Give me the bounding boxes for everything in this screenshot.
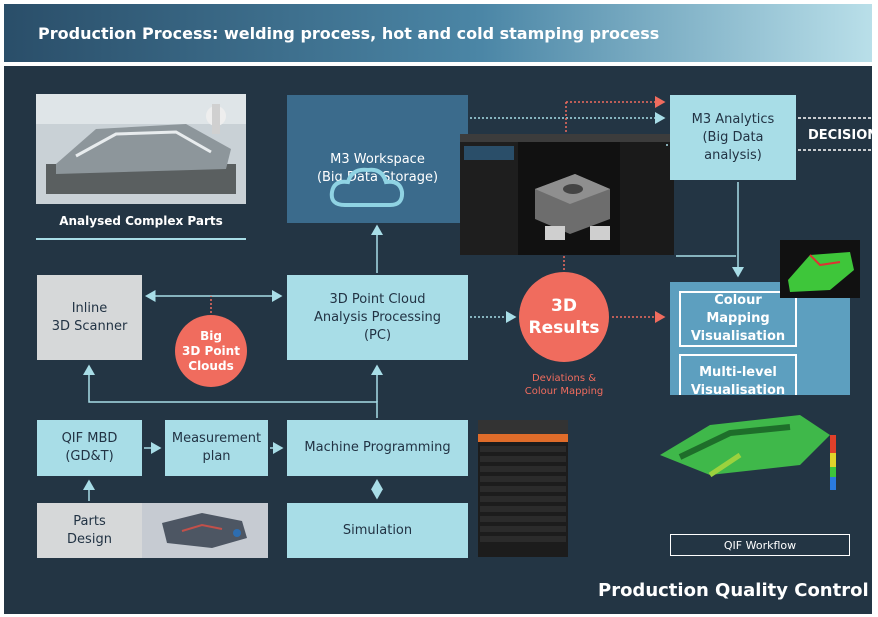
qif-mbd-box: QIF MBD (GD&T) bbox=[37, 420, 142, 476]
colour-mapping-line2: Visualisation bbox=[690, 329, 786, 344]
processing-line3: (PC) bbox=[363, 327, 392, 343]
results-circle: 3D Results bbox=[519, 272, 609, 362]
analysed-parts-label: Analysed Complex Parts bbox=[59, 214, 223, 228]
parts-design-image bbox=[142, 503, 268, 558]
qif-workflow-label: QIF Workflow bbox=[723, 538, 797, 552]
inline-scanner-line2: 3D Scanner bbox=[51, 318, 128, 334]
parts-design-line1: Parts bbox=[73, 513, 106, 529]
colour-mapping-box: Colour Mapping Visualisation bbox=[679, 291, 797, 347]
footer-title: Production Quality Control bbox=[598, 580, 869, 601]
simulation-label: Simulation bbox=[342, 522, 413, 538]
m3-analytics-line3: analysis) bbox=[704, 147, 762, 163]
m3-analytics-line2: (Big Data bbox=[702, 129, 764, 145]
m3-workspace-box: M3 Workspace (Big Data Storage) bbox=[287, 95, 468, 223]
colour-mapping-line1: Colour Mapping bbox=[706, 293, 770, 326]
multilevel-line2: Visualisation bbox=[690, 383, 786, 398]
m3-workspace-subtitle: (Big Data Storage) bbox=[316, 170, 439, 185]
analysed-parts-photo bbox=[36, 94, 246, 204]
point-cloud-processing-box: 3D Point Cloud Analysis Processing (PC) bbox=[287, 275, 468, 360]
qif-mbd-line1: QIF MBD bbox=[61, 431, 118, 446]
inline-scanner-line1: Inline bbox=[71, 300, 108, 316]
programming-screenshot bbox=[478, 420, 568, 557]
machine-programming-label: Machine Programming bbox=[304, 440, 451, 455]
parts-design-box: Parts Design bbox=[37, 503, 142, 558]
inline-scanner-box: Inline 3D Scanner bbox=[37, 275, 142, 360]
colour-map-thumbnail bbox=[780, 240, 860, 298]
results-line2: Results bbox=[528, 318, 600, 338]
qif-mbd-line2: (GD&T) bbox=[65, 449, 114, 464]
processing-line2: Analysis Processing bbox=[313, 309, 442, 325]
m3-workspace-title: M3 Workspace bbox=[330, 152, 425, 167]
car-frame-image bbox=[36, 94, 246, 204]
big-clouds-line3: Clouds bbox=[188, 358, 234, 373]
simulation-box: Simulation bbox=[287, 503, 468, 558]
m3-analytics-box: M3 Analytics (Big Data analysis) bbox=[670, 95, 796, 180]
deviations-label: Deviations & Colour Mapping bbox=[514, 372, 614, 398]
analysed-parts-underline bbox=[36, 238, 246, 240]
m3-analytics-line1: M3 Analytics bbox=[691, 111, 775, 127]
multilevel-line1: Multi-level bbox=[699, 365, 777, 380]
big-clouds-line2: 3D Point bbox=[182, 343, 240, 358]
measurement-plan-line2: plan bbox=[202, 449, 231, 464]
colour-map-frame-image bbox=[650, 395, 860, 495]
deviations-line2: Colour Mapping bbox=[524, 386, 604, 397]
header-banner: Production Process: welding process, hot… bbox=[4, 4, 872, 62]
software-screenshot bbox=[460, 134, 674, 255]
deviations-line1: Deviations & bbox=[531, 373, 597, 384]
big-point-clouds-circle: Big 3D Point Clouds bbox=[175, 315, 247, 387]
measurement-plan-line1: Measurement bbox=[171, 431, 262, 446]
results-line1: 3D bbox=[551, 296, 577, 316]
parts-design-line2: Design bbox=[67, 531, 112, 547]
machine-programming-box: Machine Programming bbox=[287, 420, 468, 476]
decision-label: DECISION bbox=[808, 128, 878, 143]
qif-workflow-box: QIF Workflow bbox=[670, 534, 850, 556]
measurement-plan-box: Measurement plan bbox=[165, 420, 268, 476]
processing-line1: 3D Point Cloud bbox=[329, 291, 426, 307]
big-clouds-line1: Big bbox=[200, 328, 222, 343]
page-title: Production Process: welding process, hot… bbox=[38, 24, 660, 43]
